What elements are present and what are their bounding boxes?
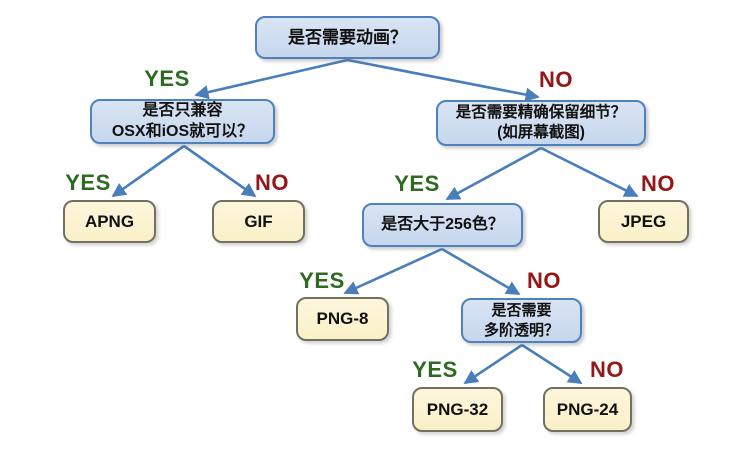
edge-label-detail-yes: YES xyxy=(394,171,440,196)
edge-label-osx-yes: YES xyxy=(65,170,111,195)
node-osx-ios-only-line2: OSX和iOS就可以？ xyxy=(111,122,254,140)
node-preserve-detail-line1: 是否需要精确保留细节？ xyxy=(455,104,627,122)
node-result-jpeg: JPEG xyxy=(598,200,689,243)
node-result-gif-label: GIF xyxy=(244,211,273,231)
node-need-animation: 是否需要动画？ xyxy=(255,16,440,59)
node-result-png32-label: PNG-32 xyxy=(426,399,489,419)
node-multi-level-transparency-line2: 多阶透明？ xyxy=(483,321,559,339)
edge-label-detail-no: NO xyxy=(641,171,675,196)
node-osx-ios-only-line1: 是否只兼容 xyxy=(142,102,223,120)
edge-label-256colors-yes: YES xyxy=(299,268,345,293)
edge-label-256colors-no: NO xyxy=(527,268,561,293)
node-result-apng-label: APNG xyxy=(84,211,135,231)
node-result-png32: PNG-32 xyxy=(412,387,503,432)
node-result-png8-label: PNG-8 xyxy=(316,309,369,329)
edge-label-animation-yes: YES xyxy=(144,66,190,91)
edge-label-transparency-yes: YES xyxy=(412,357,458,382)
node-multi-level-transparency-line1: 是否需要 xyxy=(491,302,552,320)
node-more-than-256-colors-text: 是否大于256色？ xyxy=(381,215,504,233)
node-result-gif: GIF xyxy=(212,200,305,243)
edge-label-osx-no: NO xyxy=(255,170,289,195)
node-preserve-detail-line2: (如屏幕截图) xyxy=(497,124,585,141)
node-multi-level-transparency: 是否需要 多阶透明？ xyxy=(461,298,582,343)
node-result-jpeg-label: JPEG xyxy=(620,211,667,231)
edge-label-animation-no: NO xyxy=(539,67,573,92)
node-osx-ios-only: 是否只兼容 OSX和iOS就可以？ xyxy=(90,99,275,144)
node-result-png24-label: PNG-24 xyxy=(556,399,619,419)
node-result-png24: PNG-24 xyxy=(543,387,632,432)
node-result-apng: APNG xyxy=(63,200,156,243)
node-need-animation-text: 是否需要动画？ xyxy=(288,27,407,47)
node-preserve-detail: 是否需要精确保留细节？ (如屏幕截图) xyxy=(436,100,646,146)
node-more-than-256-colors: 是否大于256色？ xyxy=(362,203,523,247)
node-result-png8: PNG-8 xyxy=(296,297,389,341)
edge-label-transparency-no: NO xyxy=(590,357,624,382)
